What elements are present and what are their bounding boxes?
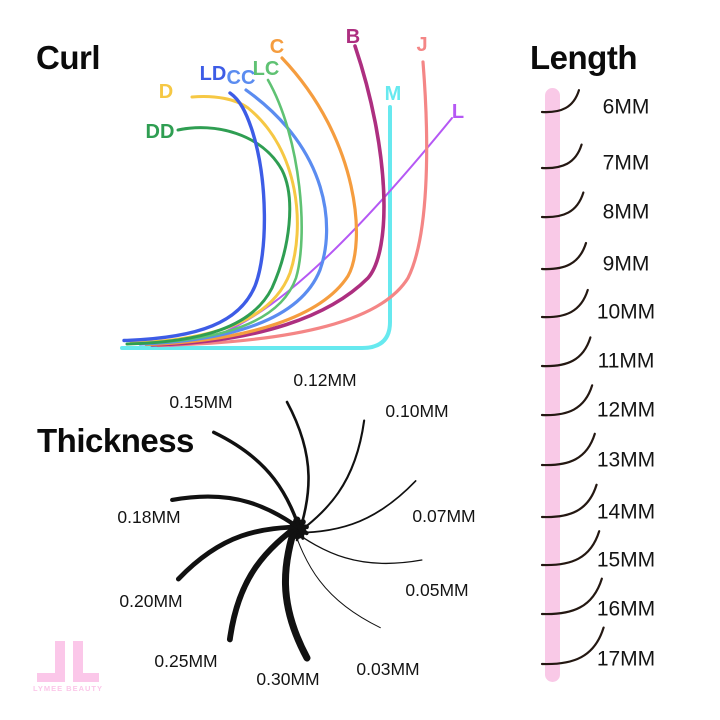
thickness-lash-0.25MM [226,519,306,643]
length-lash-10MM [540,288,589,319]
length-lash-15MM [540,530,601,567]
length-lash-14MM [540,483,598,519]
length-lash-6MM [540,89,581,114]
thickness-lash-0.03MM [290,521,381,629]
curl-curve-cc [138,88,329,346]
lash-strip [545,88,560,682]
length-label-15MM: 15MM [597,549,655,572]
length-label-12MM: 12MM [597,399,655,422]
thickness-label-0.25MM: 0.25MM [154,651,217,671]
curl-label-d: D [159,81,173,103]
curl-section-title: Curl [36,39,101,76]
curl-label-l: L [452,101,464,123]
length-label-6MM: 6MM [603,96,650,119]
curl-curve-m [120,105,392,350]
curl-curve-j [156,60,429,348]
thickness-label-0.10MM: 0.10MM [385,401,448,421]
curl-curve-c [144,56,358,347]
length-label-7MM: 7MM [603,152,650,175]
length-label-9MM: 9MM [603,253,650,276]
curl-label-cc: CC [227,67,256,89]
thickness-section-title: Thickness [37,422,194,459]
thickness-label-0.15MM: 0.15MM [169,392,232,412]
brand-logo-text: LYMEE BEAUTY [33,684,103,693]
length-label-8MM: 8MM [603,201,650,224]
thickness-label-0.20MM: 0.20MM [119,591,182,611]
length-section-title: Length [530,39,637,76]
thickness-diagram: 0.12MM 0.10MM 0.07MM 0.05MM 0.03MM 0.30MM 0.25… [117,370,475,689]
thickness-lash-0.30MM [281,516,311,662]
curl-label-ld: LD [200,63,227,85]
logo-left-l-foot [37,673,65,682]
length-lash-16MM [540,577,603,616]
curl-label-b: B [346,26,360,48]
length-lash-9MM [540,241,588,271]
thickness-label-0.18MM: 0.18MM [117,507,180,527]
length-lash-8MM [540,191,585,219]
length-lash-7MM [540,143,583,170]
length-diagram: 6MM 7MM 8MM 9MM 10MM 11MM 12MM 13MM 14MM 15MM 16MM… [540,88,655,682]
logo-right-l-foot [73,673,99,682]
length-label-17MM: 17MM [597,648,655,671]
thickness-label-0.05MM: 0.05MM [405,580,468,600]
curl-label-m: M [385,83,402,105]
length-label-13MM: 13MM [597,449,655,472]
curl-curve-dd [125,126,292,346]
logo-right-l-bar [73,641,83,682]
thickness-lash-0.18MM [170,494,309,536]
thickness-lash-0.15MM [211,430,305,540]
brand-logo: LYMEE BEAUTY [33,641,103,693]
thickness-label-0.07MM: 0.07MM [412,506,475,526]
curl-curve-l [169,117,453,347]
length-lash-17MM [540,626,605,666]
curl-label-j: J [416,34,427,56]
curl-label-dd: DD [146,121,175,143]
curl-curve-lc [134,78,303,345]
thickness-lash-0.20MM [175,524,309,582]
length-label-10MM: 10MM [597,301,655,324]
length-label-14MM: 14MM [597,501,655,524]
thickness-label-0.30MM: 0.30MM [256,669,319,689]
curl-curve-ld [122,91,267,343]
curl-curve-b [150,44,386,347]
length-lash-11MM [540,336,592,368]
length-label-11MM: 11MM [598,350,655,373]
logo-left-l-bar [55,641,65,682]
thickness-label-0.03MM: 0.03MM [356,659,419,679]
length-label-16MM: 16MM [597,598,655,621]
curl-label-c: C [270,36,284,58]
curl-label-lc: LC [253,58,280,80]
thickness-label-0.12MM: 0.12MM [293,370,356,390]
length-lash-12MM [540,384,594,417]
length-lash-13MM [540,432,596,467]
